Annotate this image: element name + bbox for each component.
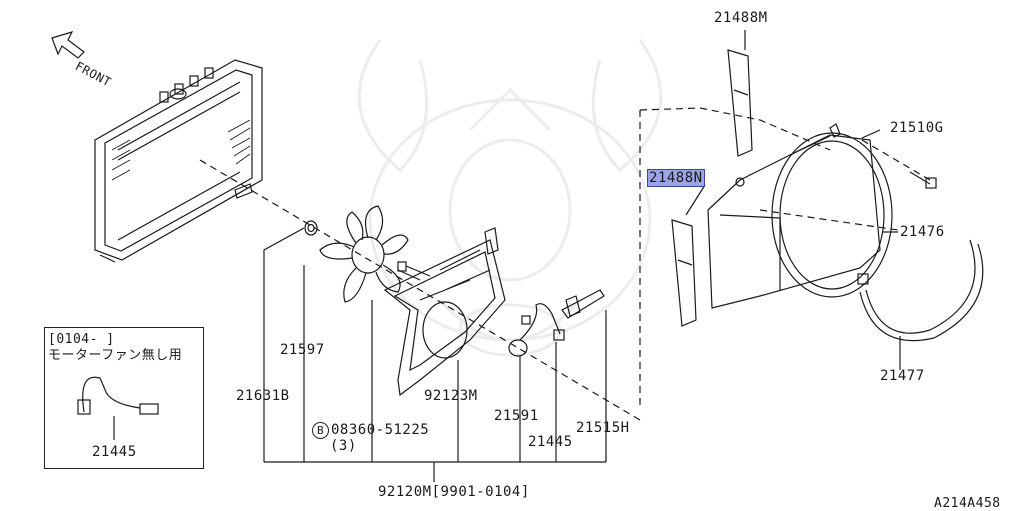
- motor-bracket-92123m: [383, 227, 506, 397]
- part-label-21445[interactable]: 21445: [528, 434, 573, 450]
- bolt-21510g: [909, 171, 937, 189]
- radiator: [94, 59, 263, 263]
- harness-21591: [508, 303, 565, 357]
- inset-part-label-21445[interactable]: 21445: [92, 444, 137, 460]
- assembly-label-92120m[interactable]: 92120M[9901-0104]: [378, 484, 530, 500]
- inset-note: モーターファン無し用: [48, 348, 183, 363]
- diagram-ref-code: A214A458: [934, 496, 1001, 511]
- seal-21488m: [727, 49, 753, 157]
- bolt-08360: [397, 261, 431, 277]
- part-label-21488n-highlighted[interactable]: 21488N: [647, 169, 705, 187]
- part-label-21476[interactable]: 21476: [900, 224, 945, 240]
- seal-21488n: [671, 219, 697, 327]
- inset-harness: [77, 376, 159, 440]
- inset-date-range: [0104- ]: [48, 332, 115, 347]
- centerline: [199, 159, 641, 421]
- watermark-emblem: [357, 39, 663, 357]
- front-arrow-icon: [51, 31, 85, 59]
- shroud-21476: [707, 123, 893, 309]
- part-label-21515h[interactable]: 21515H: [576, 420, 630, 436]
- bolt-qty-label: (3): [330, 438, 357, 454]
- bolt-code-text: 08360-51225: [331, 422, 430, 438]
- inset-box: [44, 327, 204, 469]
- part-label-92123m[interactable]: 92123M: [424, 388, 478, 404]
- connector-21515h: [561, 289, 605, 319]
- fan-21597: [319, 205, 409, 303]
- part-label-21591[interactable]: 21591: [494, 408, 539, 424]
- part-label-21631b[interactable]: 21631B: [236, 388, 290, 404]
- part-label-21488m[interactable]: 21488M: [714, 10, 768, 26]
- part-label-21597[interactable]: 21597: [280, 342, 325, 358]
- band-21477: [857, 239, 984, 342]
- part-label-21477[interactable]: 21477: [880, 368, 925, 384]
- bolt-b-symbol: B: [312, 422, 329, 439]
- nut-21631b: [304, 220, 318, 236]
- leader-shroud: [639, 107, 831, 151]
- part-label-21510g[interactable]: 21510G: [890, 120, 944, 136]
